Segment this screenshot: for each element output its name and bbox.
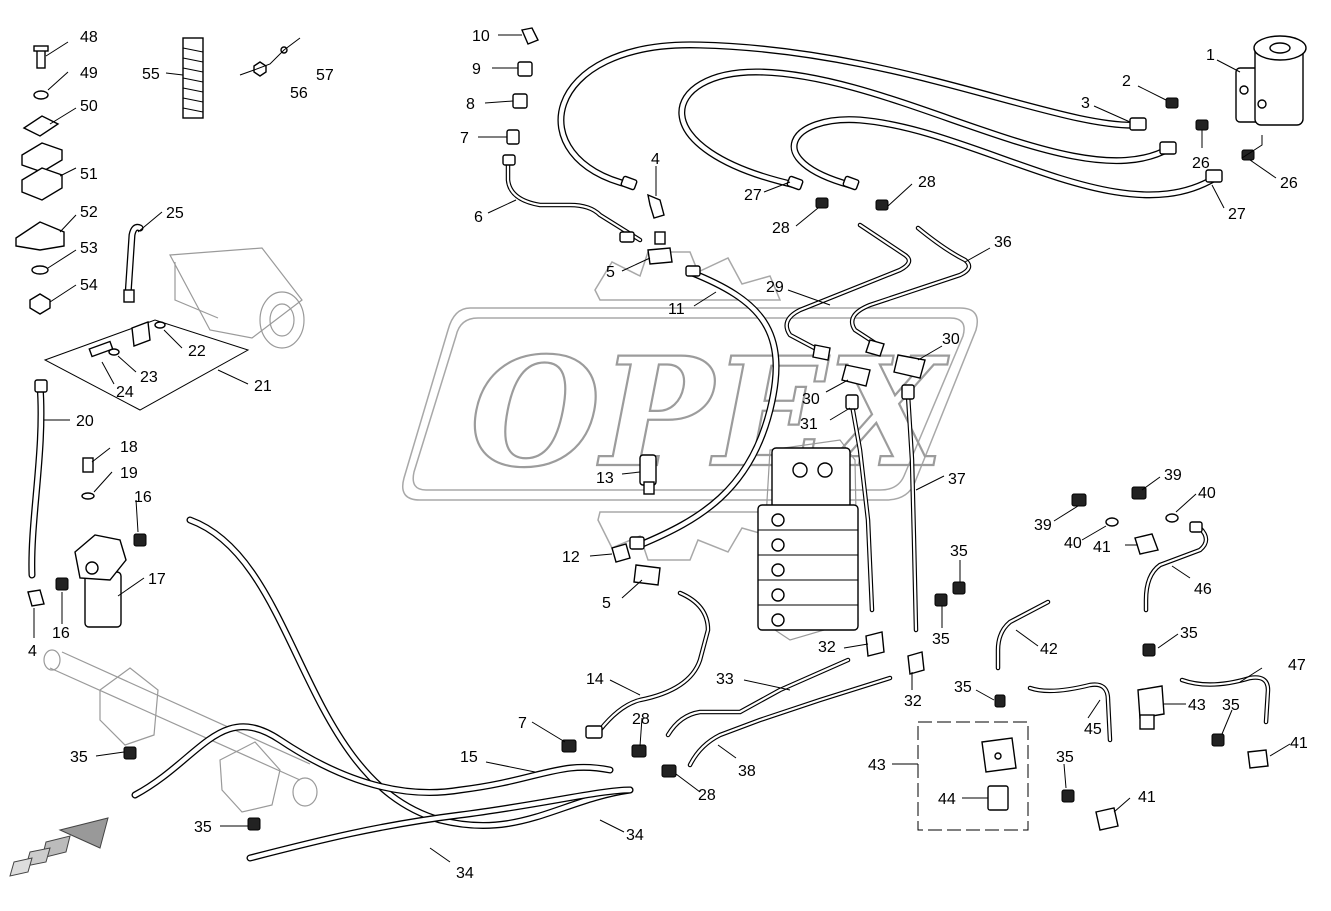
callout-55: 55: [142, 66, 160, 83]
callout-2: 2: [1122, 73, 1131, 90]
pipes: [505, 157, 1271, 768]
callout-35: 35: [1180, 625, 1198, 642]
callout-41: 41: [1093, 539, 1111, 556]
callout-7: 7: [460, 130, 469, 147]
callout-14: 14: [586, 671, 604, 688]
callout-22: 22: [188, 343, 206, 360]
callout-44: 44: [938, 791, 956, 808]
callout-51: 51: [80, 166, 98, 183]
callout-48: 48: [80, 29, 98, 46]
callout-41: 41: [1138, 789, 1156, 806]
callout-39: 39: [1034, 517, 1052, 534]
callout-1: 1: [1206, 47, 1215, 64]
callout-3: 3: [1081, 95, 1090, 112]
callout-40: 40: [1198, 485, 1216, 502]
callout-33: 33: [716, 671, 734, 688]
callout-28: 28: [772, 220, 790, 237]
callout-20: 20: [76, 413, 94, 430]
callout-35: 35: [194, 819, 212, 836]
callout-43: 43: [1188, 697, 1206, 714]
callout-numbers: 48 49 50 51 52 53 54 55 56 57 10 9 8 7 6…: [28, 28, 1308, 882]
callout-15: 15: [460, 749, 478, 766]
background-outlines: [43, 247, 859, 813]
callout-6: 6: [474, 209, 483, 226]
control-valve-block: [757, 447, 859, 631]
hoses: [28, 41, 1219, 862]
callout-4: 4: [651, 151, 660, 168]
leader-lines: [33, 34, 1291, 863]
callout-5: 5: [602, 595, 611, 612]
callout-28: 28: [918, 174, 936, 191]
callout-27: 27: [744, 187, 762, 204]
callout-42: 42: [1040, 641, 1058, 658]
callout-34: 34: [456, 865, 474, 882]
callout-35: 35: [1222, 697, 1240, 714]
callout-37: 37: [948, 471, 966, 488]
callout-56: 56: [290, 85, 308, 102]
callout-38: 38: [738, 763, 756, 780]
callout-28: 28: [698, 787, 716, 804]
callout-4: 4: [28, 643, 37, 660]
callout-16: 16: [134, 489, 152, 506]
callout-49: 49: [80, 65, 98, 82]
callout-30: 30: [802, 391, 820, 408]
callout-13: 13: [596, 470, 614, 487]
callout-8: 8: [466, 96, 475, 113]
callout-34: 34: [626, 827, 644, 844]
callout-26: 26: [1192, 155, 1210, 172]
callout-9: 9: [472, 61, 481, 78]
callout-32: 32: [818, 639, 836, 656]
callout-46: 46: [1194, 581, 1212, 598]
callout-35: 35: [950, 543, 968, 560]
callout-32: 32: [904, 693, 922, 710]
callout-28: 28: [632, 711, 650, 728]
callout-31: 31: [800, 416, 818, 433]
callout-18: 18: [120, 439, 138, 456]
callout-23: 23: [140, 369, 158, 386]
callout-21: 21: [254, 378, 272, 395]
callout-47: 47: [1288, 657, 1306, 674]
callout-50: 50: [80, 98, 98, 115]
callout-10: 10: [472, 28, 490, 45]
callout-39: 39: [1164, 467, 1182, 484]
callout-16: 16: [52, 625, 70, 642]
callout-45: 45: [1084, 721, 1102, 738]
callout-54: 54: [80, 277, 98, 294]
callout-53: 53: [80, 240, 98, 257]
callout-57: 57: [316, 67, 334, 84]
callout-30: 30: [942, 331, 960, 348]
callout-35: 35: [954, 679, 972, 696]
fittings: [9, 27, 1307, 877]
callout-40: 40: [1064, 535, 1082, 552]
callout-43: 43: [868, 757, 886, 774]
callout-17: 17: [148, 571, 166, 588]
callout-35: 35: [1056, 749, 1074, 766]
callout-5: 5: [606, 264, 615, 281]
callout-11: 11: [668, 301, 685, 318]
callout-19: 19: [120, 465, 138, 482]
callout-35: 35: [70, 749, 88, 766]
callout-27: 27: [1228, 206, 1246, 223]
callout-26: 26: [1280, 175, 1298, 192]
callout-24: 24: [116, 384, 134, 401]
callout-29: 29: [766, 279, 784, 296]
callout-52: 52: [80, 204, 98, 221]
callout-7: 7: [518, 715, 527, 732]
callout-41: 41: [1290, 735, 1308, 752]
callout-25: 25: [166, 205, 184, 222]
callout-36: 36: [994, 234, 1012, 251]
callout-35: 35: [932, 631, 950, 648]
callout-12: 12: [562, 549, 580, 566]
